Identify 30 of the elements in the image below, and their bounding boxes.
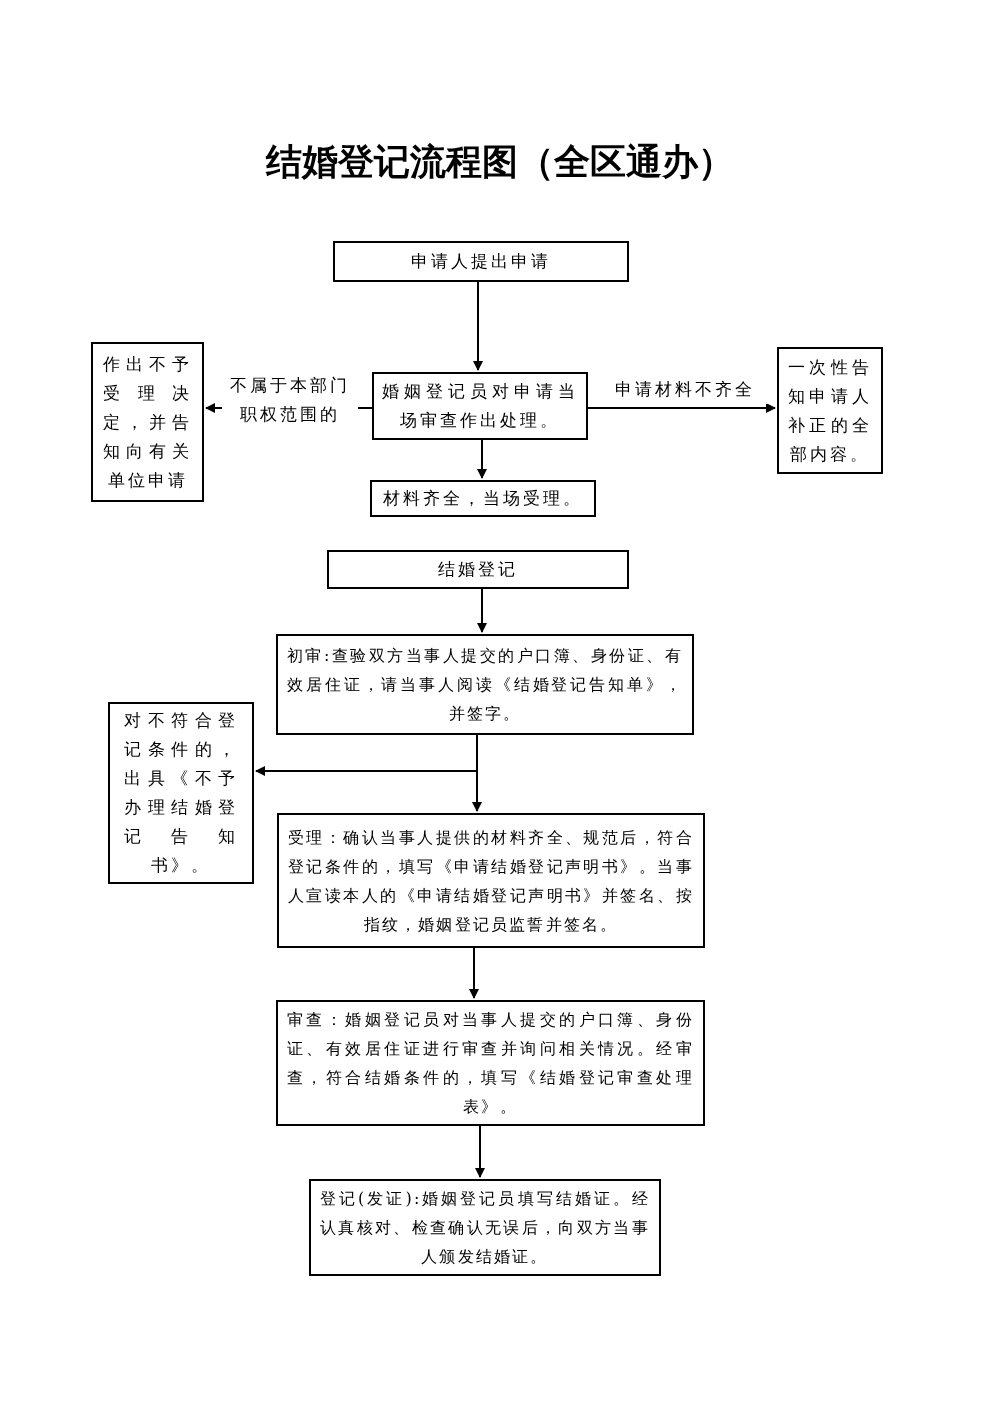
box-text: 受理：确认当事人提供的材料齐全、规范后，符合登记条件的，填写《申请结婚登记声明书》。当事人宣读本人的《申请结婚登记声明书》并签名、按指纹，婚姻登记员监誓并签名。 bbox=[288, 826, 694, 936]
arrow bbox=[475, 1125, 485, 1178]
process-box bbox=[333, 241, 629, 282]
box-text: 婚姻登记员对申请当场审查作出处理。 bbox=[382, 380, 578, 432]
process-box bbox=[372, 372, 588, 440]
box-text: 作出不予受理决定，并告知向有关单位申请 bbox=[103, 352, 192, 492]
box-text: 登记(发证):婚姻登记员填写结婚证。经认真核对、检查确认无误后，向双方当事人颁发结婚证。 bbox=[320, 1188, 650, 1268]
arrow bbox=[477, 439, 487, 479]
process-box bbox=[327, 550, 629, 589]
arrow bbox=[587, 403, 776, 413]
process-box bbox=[370, 480, 596, 517]
box-text: 一次性告知申请人补正的全部内容。 bbox=[788, 355, 872, 466]
box-text: 材料齐全，当场受理。 bbox=[383, 487, 583, 510]
box-text: 对不符合登记条件的，出具《不予办理结婚登记告知书》。 bbox=[124, 709, 238, 877]
box-text: 审查：婚姻登记员对当事人提交的户口簿、身份证、有效居住证进行审查并询问相关情况。经审查，符合结婚条件的，填写《结婚登记审查处理表》。 bbox=[287, 1009, 694, 1118]
box-text: 结婚登记 bbox=[438, 558, 518, 581]
process-box bbox=[777, 347, 883, 474]
arrow bbox=[255, 734, 478, 776]
process-box bbox=[108, 702, 254, 884]
arrow bbox=[469, 947, 479, 999]
arrow bbox=[477, 588, 487, 633]
arrow bbox=[473, 281, 483, 371]
process-box bbox=[309, 1179, 661, 1276]
box-text: 申请人提出申请 bbox=[411, 250, 551, 273]
process-box bbox=[276, 634, 694, 735]
process-box bbox=[276, 1000, 705, 1126]
box-text: 初审:查验双方当事人提交的户口簿、身份证、有效居住证，请当事人阅读《结婚登记告知单》，并签字。 bbox=[287, 645, 683, 725]
diagram-title: 结婚登记流程图（全区通办） bbox=[264, 139, 735, 184]
process-box bbox=[91, 342, 204, 502]
process-box bbox=[277, 813, 705, 948]
